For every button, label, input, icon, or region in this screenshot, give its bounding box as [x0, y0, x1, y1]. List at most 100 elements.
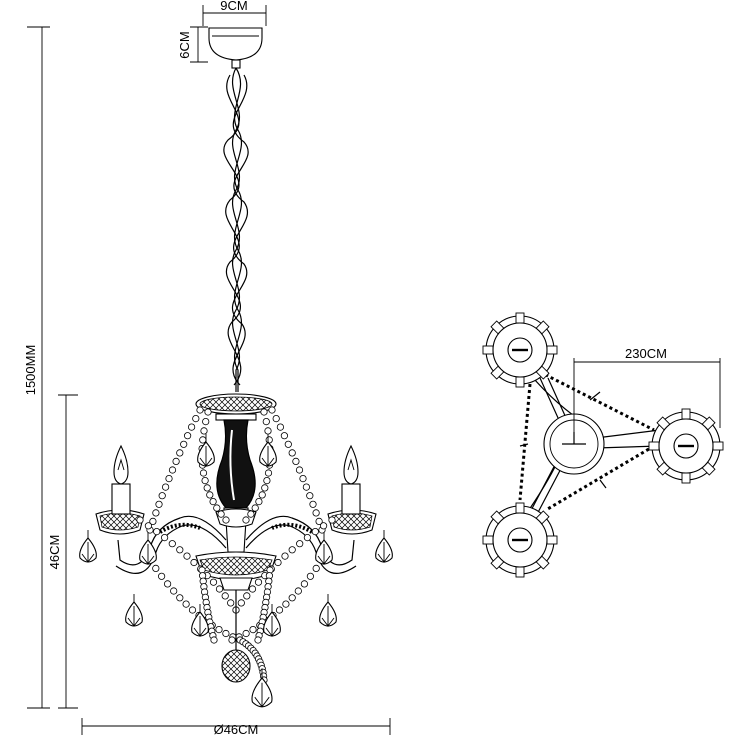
garland-bead: [247, 510, 255, 518]
garland-bead: [228, 636, 236, 644]
garland-bead: [288, 449, 296, 457]
garland-bead: [203, 484, 211, 492]
central-glass-urn: [216, 419, 256, 509]
garland-bead: [199, 469, 208, 477]
garland-bead: [184, 432, 192, 440]
garland-bead: [149, 517, 157, 526]
garland-bead: [153, 527, 161, 536]
garland-bead: [182, 600, 190, 608]
garland-bead: [237, 599, 245, 607]
hanging-chain: [223, 67, 249, 392]
garland-bead: [215, 625, 223, 634]
chandelier-top-view: 230CM: [482, 312, 724, 578]
dimension-total-height: 1500MM: [23, 26, 50, 709]
garland-bead: [192, 414, 200, 423]
garland-bead: [161, 533, 169, 542]
dimension-body-height: 46CM: [47, 394, 78, 709]
garland-bead: [311, 527, 319, 536]
garland-bead: [264, 427, 272, 435]
garland-bead: [328, 516, 336, 524]
garland-bead: [280, 432, 288, 440]
garland-bead: [209, 578, 218, 586]
top-view-candle-cups: [482, 312, 724, 578]
bead-garlands: [136, 406, 336, 684]
top-view-candle-cup: [482, 312, 558, 388]
garland-bead: [261, 484, 269, 492]
garland-bead: [281, 552, 289, 560]
garland-bead: [260, 408, 268, 416]
garland-bead: [275, 606, 284, 614]
crystal-drop: [315, 532, 333, 565]
garland-bead: [206, 491, 214, 499]
garland-bead: [242, 629, 250, 638]
garland-bead: [309, 500, 317, 508]
garland-bead: [190, 558, 198, 567]
garland-bead: [202, 417, 210, 426]
garland-bead: [170, 587, 178, 595]
crystal-pendants: [79, 434, 393, 708]
garland-bead: [209, 497, 217, 506]
garland-bead: [295, 466, 304, 474]
crystal-drop: [259, 434, 277, 467]
garland-bead: [155, 500, 163, 508]
garland-bead: [172, 457, 180, 465]
right-candle: [327, 444, 377, 535]
garland-bead: [168, 466, 177, 474]
ceiling-canopy: [208, 27, 263, 61]
garland-bead: [204, 408, 212, 416]
garland-bead: [227, 599, 235, 607]
garland-bead: [288, 594, 296, 602]
garland-bead: [213, 504, 221, 512]
garland-bead: [254, 578, 263, 586]
garland-bead: [144, 522, 152, 530]
left-bulb-icon: [113, 444, 129, 485]
bottom-bowl: [195, 551, 277, 591]
garland-bead: [152, 564, 160, 573]
garland-bead: [312, 509, 320, 517]
canopy-width-label: 9CM: [220, 0, 247, 13]
dimension-canopy-width: 9CM: [202, 0, 267, 26]
garland-bead: [262, 417, 270, 426]
dimension-diameter: Ø46CM: [81, 718, 391, 736]
garland-bead: [152, 509, 160, 517]
garland-bead: [302, 483, 310, 491]
garland-bead: [188, 423, 196, 431]
arm-span-label: 230CM: [625, 346, 667, 361]
garland-bead: [265, 436, 273, 444]
dimension-arm-span: 230CM: [573, 346, 721, 444]
top-view-candle-cup: [482, 502, 558, 578]
garland-bead: [276, 423, 284, 431]
crystal-drop: [79, 530, 97, 563]
garland-bead: [282, 600, 290, 608]
garland-bead: [264, 469, 273, 477]
crystal-drop: [125, 594, 143, 627]
crystal-drop: [319, 594, 337, 627]
garland-bead: [242, 516, 250, 524]
garland-bead: [274, 558, 282, 567]
left-candle: [95, 444, 145, 535]
crystal-drop: [263, 604, 281, 637]
garland-bead: [300, 580, 308, 588]
garland-bead: [306, 492, 314, 500]
garland-bead: [248, 585, 257, 593]
garland-bead: [315, 517, 323, 526]
garland-bead: [196, 406, 204, 414]
garland-bead: [221, 592, 229, 600]
garland-bead: [215, 585, 224, 593]
garland-bead: [199, 436, 207, 444]
right-bulb-icon: [343, 444, 359, 485]
garland-bead: [243, 592, 251, 600]
garland-bead: [254, 636, 262, 644]
garland-bead: [255, 497, 263, 506]
garland-bead: [210, 636, 218, 644]
garland-bead: [294, 587, 302, 595]
crystal-drop: [197, 434, 215, 467]
canopy-height-label: 6CM: [177, 31, 192, 58]
garland-bead: [165, 474, 173, 483]
garland-bead: [176, 546, 184, 554]
garland-bead: [249, 625, 257, 634]
garland-bead: [258, 491, 266, 499]
garland-bead: [158, 492, 166, 500]
garland-bead: [284, 440, 292, 448]
